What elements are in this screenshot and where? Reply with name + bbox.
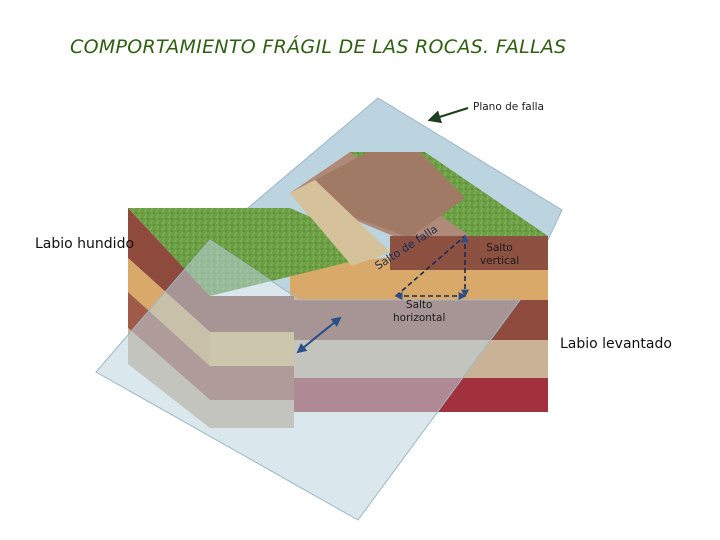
- salto-vertical-label: Salto vertical: [480, 242, 519, 268]
- labio-hundido-label: Labio hundido: [35, 236, 135, 252]
- raised-layer-top-brown: [390, 236, 548, 270]
- plano-de-falla-pointer: [427, 106, 469, 124]
- salto-vertical-line1: Salto: [486, 242, 513, 254]
- salto-vertical-line2: vertical: [480, 255, 520, 267]
- slip-arrow-up: [309, 316, 342, 343]
- fault-plane-front: [95, 239, 521, 521]
- salto-horizontal-line1: Salto: [405, 299, 433, 311]
- salto-de-falla-line: [395, 235, 466, 297]
- salto-horizontal-line2: horizontal: [393, 312, 446, 324]
- salto-horizontal-label: Salto horizontal: [393, 299, 445, 325]
- raised-layer-a: [290, 270, 548, 300]
- labio-levantado-label: Labio levantado: [560, 336, 672, 352]
- page-title: COMPORTAMIENTO FRÁGIL DE LAS ROCAS. FALL…: [70, 36, 567, 58]
- sunken-block-sand-strip: [290, 180, 390, 266]
- plano-de-falla-label: Plano de falla: [473, 101, 544, 113]
